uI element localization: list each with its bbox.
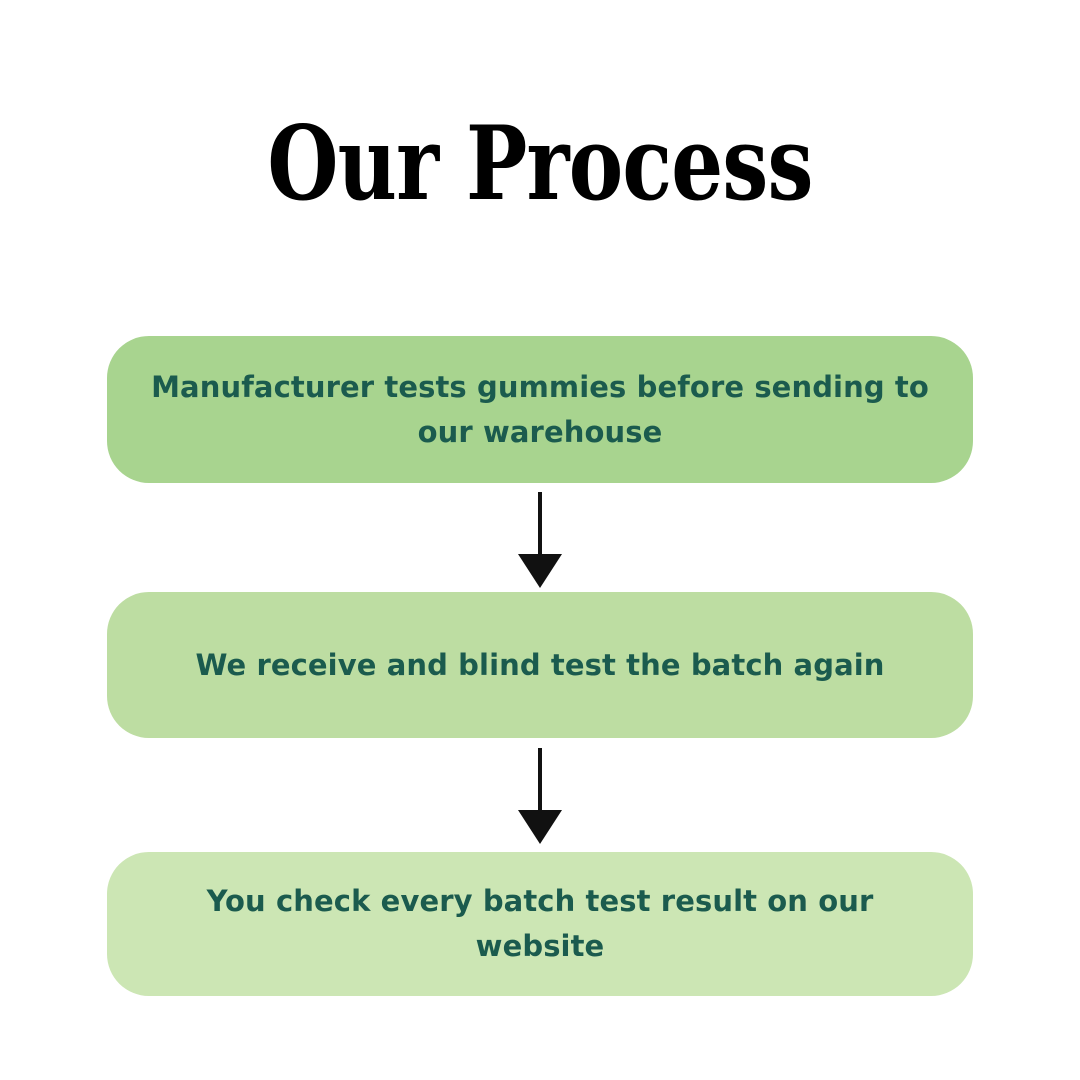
arrow-down-icon: [518, 492, 562, 588]
page-title: Our Process: [267, 104, 813, 224]
arrow-down-icon-2: [509, 748, 571, 846]
process-step-3: You check every batch test result on our…: [107, 852, 973, 996]
process-step-3-label: You check every batch test result on our…: [206, 884, 874, 963]
process-step-1-label: Manufacturer tests gummies before sendin…: [151, 369, 929, 449]
arrow-down-icon: [518, 748, 562, 844]
process-step-1: Manufacturer tests gummies before sendin…: [107, 336, 973, 483]
process-step-2: We receive and blind test the batch agai…: [107, 592, 973, 738]
arrow-down-icon-1: [509, 492, 571, 590]
process-step-2-label: We receive and blind test the batch agai…: [195, 647, 885, 682]
